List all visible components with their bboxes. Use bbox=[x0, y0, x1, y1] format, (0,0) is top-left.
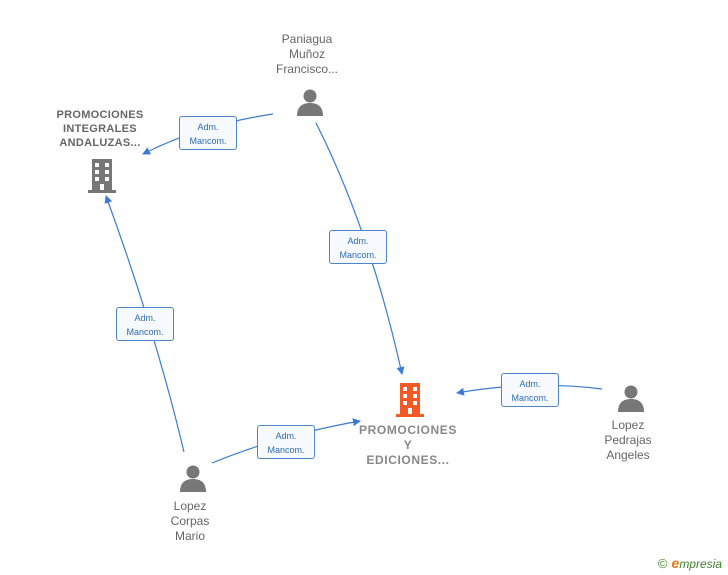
label-line: Lopez bbox=[173, 499, 207, 513]
edge-label-line1: Adm. bbox=[275, 431, 297, 441]
label-line: Corpas bbox=[170, 514, 210, 528]
label-line: INTEGRALES bbox=[63, 123, 137, 135]
edge-label[interactable]: Adm. Mancom. bbox=[257, 425, 315, 459]
label-line: ANDALUZAS... bbox=[59, 137, 141, 149]
label-line: Muñoz bbox=[288, 47, 326, 61]
edge-label-line2: Mancom. bbox=[126, 327, 164, 337]
node-label-paniagua: Paniagua Muñoz Francisco... bbox=[262, 32, 352, 77]
edge-label[interactable]: Adm. Mancom. bbox=[329, 230, 387, 264]
label-line: PROMOCIONES bbox=[359, 423, 457, 437]
copyright-symbol: © bbox=[657, 556, 668, 571]
label-line: EDICIONES... bbox=[366, 453, 450, 467]
edge-label-line1: Adm. bbox=[134, 313, 156, 323]
label-line: PROMOCIONES bbox=[56, 109, 144, 121]
node-label-promociones-ediciones: PROMOCIONES Y EDICIONES... bbox=[350, 423, 466, 468]
edge-label-line2: Mancom. bbox=[511, 393, 549, 403]
edge-label-line2: Mancom. bbox=[267, 445, 305, 455]
edge-label-line2: Mancom. bbox=[339, 250, 377, 260]
edge-label-line2: Mancom. bbox=[189, 136, 227, 146]
brand-watermark: ©empresia bbox=[658, 555, 722, 571]
label-line: Francisco... bbox=[275, 62, 338, 76]
brand-name: mpresia bbox=[679, 557, 722, 571]
node-label-lopez-pedrajas: Lopez Pedrajas Angeles bbox=[588, 418, 668, 463]
node-label-lopez-corpas: Lopez Corpas Mario bbox=[150, 499, 230, 544]
person-icon[interactable] bbox=[178, 463, 208, 493]
label-line: Lopez bbox=[611, 418, 645, 432]
node-label-promociones-integrales: PROMOCIONES INTEGRALES ANDALUZAS... bbox=[40, 108, 160, 150]
edge-label[interactable]: Adm. Mancom. bbox=[179, 116, 237, 150]
label-line: Mario bbox=[174, 529, 205, 543]
edge-label-line1: Adm. bbox=[197, 122, 219, 132]
label-line: Y bbox=[403, 438, 413, 452]
label-line: Paniagua bbox=[281, 32, 333, 46]
building-icon[interactable] bbox=[86, 158, 118, 194]
edge-label[interactable]: Adm. Mancom. bbox=[501, 373, 559, 407]
building-icon-highlight[interactable] bbox=[394, 382, 426, 418]
brand-initial: e bbox=[671, 555, 680, 571]
person-icon[interactable] bbox=[616, 383, 646, 413]
label-line: Angeles bbox=[606, 448, 650, 462]
label-line: Pedrajas bbox=[604, 433, 652, 447]
edge-label[interactable]: Adm. Mancom. bbox=[116, 307, 174, 341]
edge-label-line1: Adm. bbox=[519, 379, 541, 389]
edge-label-line1: Adm. bbox=[347, 236, 369, 246]
person-icon[interactable] bbox=[295, 87, 325, 117]
